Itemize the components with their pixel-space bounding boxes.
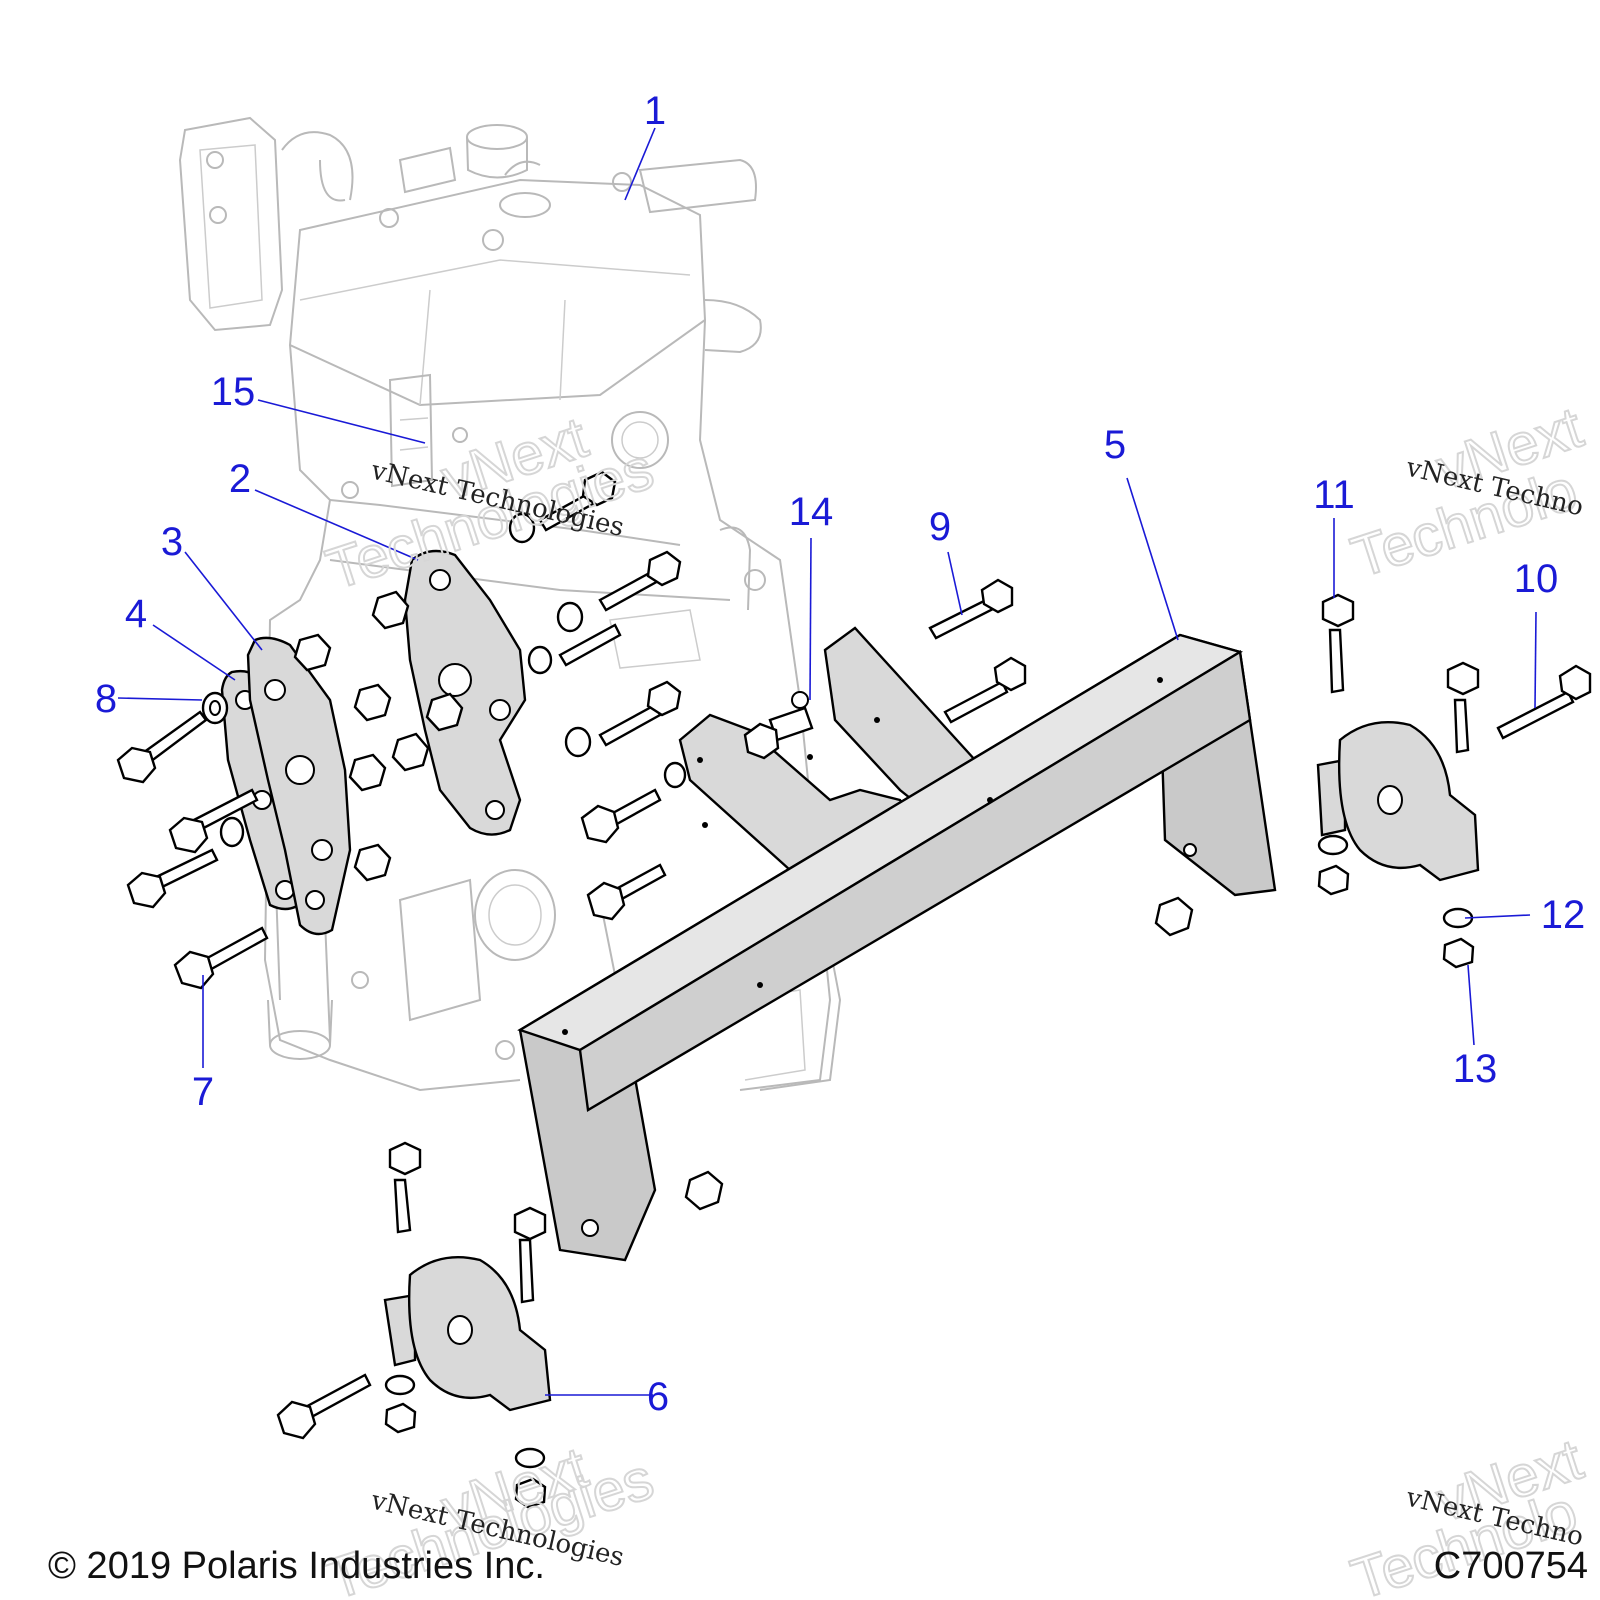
- callout-3: 3: [161, 520, 183, 564]
- figure-code: C700754: [1434, 1545, 1588, 1587]
- callout-4: 4: [125, 592, 147, 636]
- engine-bracket-3: [246, 636, 352, 936]
- callout-11: 11: [1313, 473, 1355, 517]
- leader-lines: [117, 127, 1537, 1396]
- copyright-notice: © 2019 Polaris Industries Inc.: [48, 1545, 545, 1587]
- callout-5: 5: [1104, 423, 1126, 467]
- callout-15: 15: [211, 370, 256, 414]
- bolt-set-9: [928, 578, 1027, 724]
- engine-mount-right: [1316, 593, 1592, 969]
- bolt-set-center: [508, 470, 687, 921]
- engine-assembly: [178, 116, 842, 1092]
- bracket-3-nuts: [293, 633, 392, 882]
- callout-7: 7: [192, 1070, 214, 1114]
- callout-labels: 1 2 3 4 5 6 7 8 9 10 11 12 13 14 15: [95, 89, 1585, 1419]
- callout-13: 13: [1453, 1047, 1498, 1091]
- callout-9: 9: [929, 505, 951, 549]
- callout-14: 14: [789, 490, 834, 534]
- callout-6: 6: [647, 1375, 669, 1419]
- callout-8: 8: [95, 677, 117, 721]
- callout-2: 2: [229, 457, 251, 501]
- engine-mount-6: [276, 1141, 552, 1509]
- callout-12: 12: [1541, 893, 1586, 937]
- bracket-2-nuts: [371, 590, 464, 772]
- callout-10: 10: [1514, 557, 1559, 601]
- engine-bracket-2: [403, 549, 527, 836]
- cross-member-5: [517, 633, 1277, 1262]
- callout-1: 1: [644, 89, 666, 133]
